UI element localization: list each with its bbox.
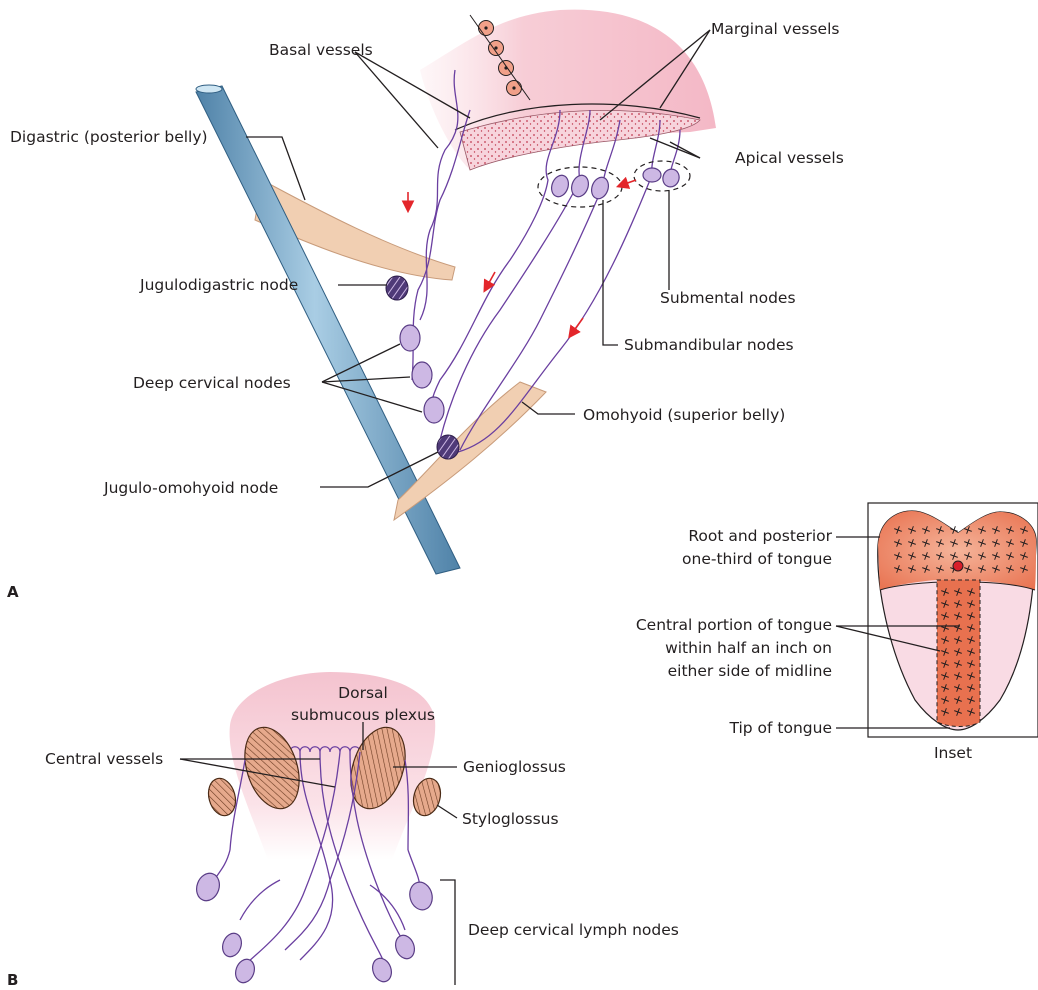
panel-letter-b: B [7,971,18,985]
label-central-line2: within half an inch on [665,639,832,657]
label-central-line3: either side of midline [668,662,832,680]
label-jugulo-omohyoid-node: Jugulo-omohyoid node [103,479,278,497]
label-digastric: Digastric (posterior belly) [10,128,208,146]
panel-b: Dorsal submucous plexus Central vessels … [7,672,679,985]
label-root-line1: Root and posterior [688,527,832,545]
label-styloglossus: Styloglossus [462,810,559,828]
label-submental-nodes: Submental nodes [660,289,796,307]
label-root-line2: one-third of tongue [682,550,832,568]
deep-cervical-lymph-nodes [193,870,435,985]
inset-root-region [878,511,1036,590]
vein-lumen [196,85,222,93]
panel-letter-a: A [7,583,19,601]
label-deep-cervical-nodes: Deep cervical nodes [133,374,291,392]
inset-caption: Inset [934,744,972,762]
submandibular-nodes [538,167,622,207]
styloglossus-left [205,775,240,818]
label-genioglossus: Genioglossus [463,758,566,776]
label-jugulodigastric-node: Jugulodigastric node [139,276,298,294]
flow-arrows [408,180,636,336]
jugulo-omohyoid-node [437,435,459,459]
label-dorsal-line2: submucous plexus [291,706,435,724]
panel-a: Basal vessels Marginal vessels Digastric… [7,10,844,601]
label-deep-cervical-lymph-nodes: Deep cervical lymph nodes [468,921,679,939]
inset: Root and posterior one-third of tongue C… [636,503,1038,762]
label-omohyoid: Omohyoid (superior belly) [583,406,785,424]
label-submandibular-nodes: Submandibular nodes [624,336,794,354]
label-dorsal-line1: Dorsal [338,684,388,702]
label-apical-vessels: Apical vessels [735,149,844,167]
label-central-vessels: Central vessels [45,750,163,768]
jugulodigastric-node [386,276,408,300]
label-marginal-vessels: Marginal vessels [711,20,839,38]
label-tip-of-tongue: Tip of tongue [728,719,832,737]
label-basal-vessels: Basal vessels [269,41,373,59]
deep-cervical-nodes [400,325,444,423]
label-central-line1: Central portion of tongue [636,616,832,634]
submental-nodes [634,161,690,191]
foramen-caecum [953,561,963,571]
